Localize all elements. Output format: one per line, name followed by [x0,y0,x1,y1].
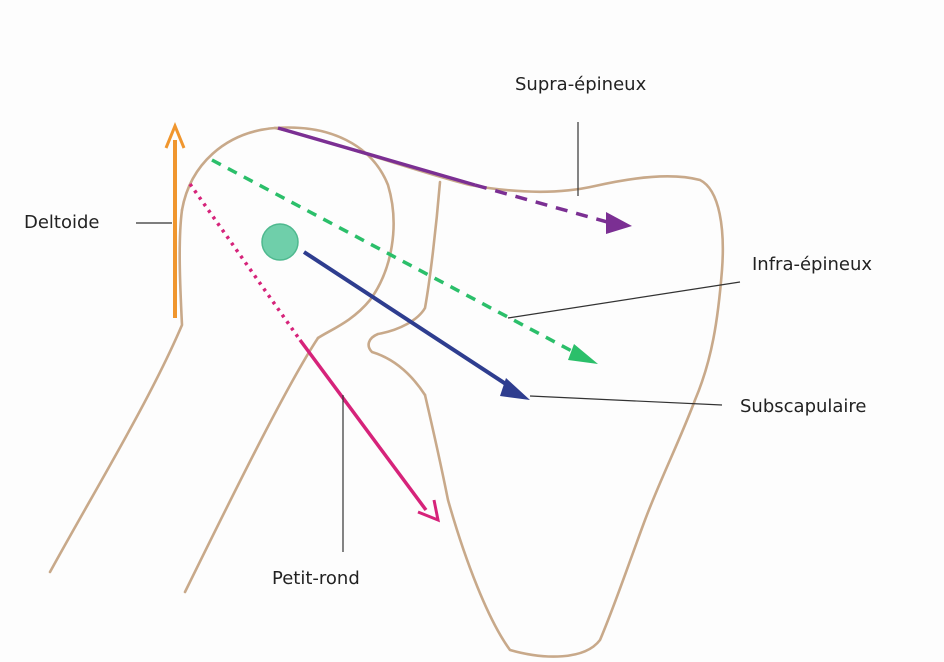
petit-rond-arrow [190,184,438,520]
humerus-left-edge [50,210,182,572]
deltoide-label: Deltoide [24,212,100,233]
rotation-center-marker [262,224,298,260]
subscap-leader-line [530,396,722,405]
humerus-right-edge [185,338,318,592]
supra-epineux-label: Supra-épineux [515,74,647,95]
infra-leader-line [508,282,740,318]
leader-lines [136,122,740,552]
subscapulaire-label: Subscapulaire [740,396,867,417]
petit-rond-label: Petit-rond [272,568,360,589]
infra-epineux-label: Infra-épineux [752,254,872,275]
bone-outline [50,128,723,657]
supra-epineux-arrow [278,128,632,234]
glenoid-neck-outline [369,182,440,395]
